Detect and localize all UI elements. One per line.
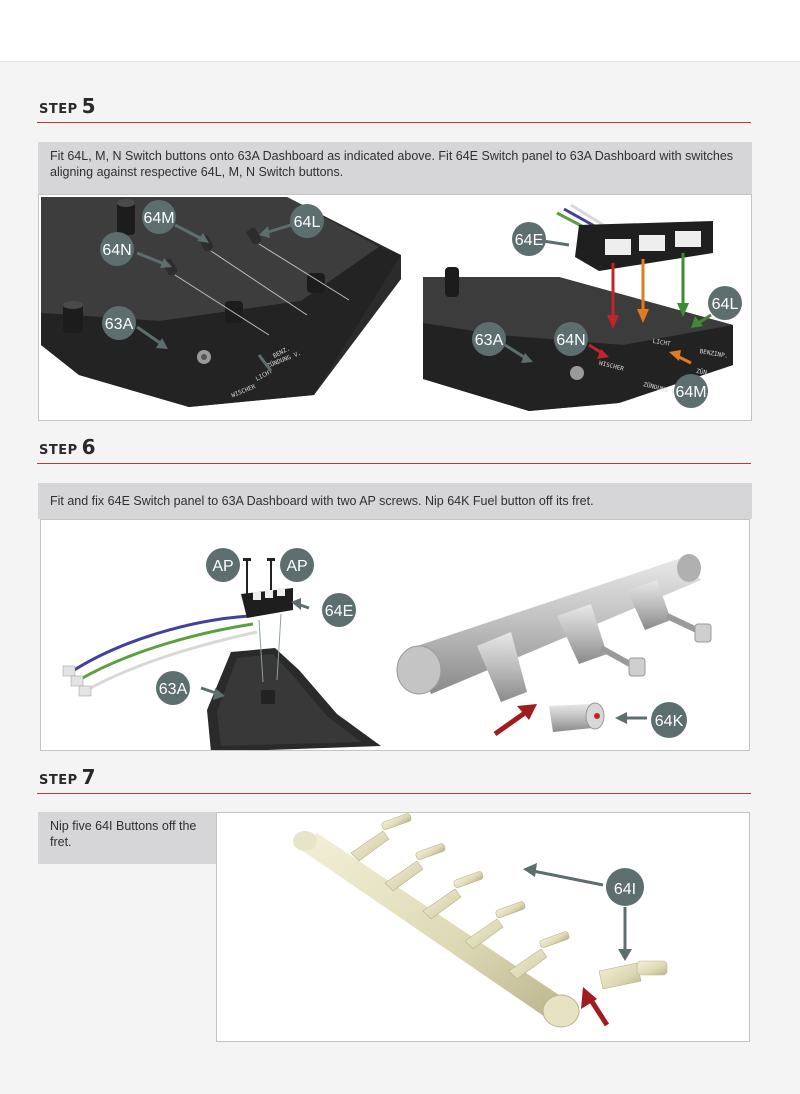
callout-ap-2: AP	[286, 558, 307, 575]
callout-63a: 63A	[159, 681, 188, 698]
callout-63a: 63A	[105, 316, 134, 333]
fuel-button-fret-image: 64K	[397, 554, 711, 738]
dashboard-right-image: WISCHER ZÜNDUNG V. LICHT BENZINP. ZÜN	[423, 205, 742, 411]
callout-64n-right: 64N	[556, 332, 585, 349]
step-number: 5	[82, 94, 96, 118]
step-7-instruction: Nip five 64I Buttons off the fret.	[38, 812, 216, 864]
callout-64l: 64L	[294, 214, 321, 231]
step-number: 6	[82, 435, 96, 459]
callout-64i: 64I	[614, 881, 636, 898]
step-word: STEP	[39, 773, 78, 788]
callout-64m: 64M	[143, 210, 174, 227]
callout-64e: 64E	[515, 232, 543, 249]
switch-panel-assembly-image: AP AP 64E 63A	[63, 548, 381, 751]
top-band	[0, 0, 800, 62]
callout-64e: 64E	[325, 603, 353, 620]
step-6-instruction: Fit and fix 64E Switch panel to 63A Dash…	[38, 483, 752, 519]
callout-ap-1: AP	[212, 558, 233, 575]
step-6-heading: STEP 6	[37, 434, 751, 464]
callout-64n: 64N	[102, 242, 131, 259]
step-5-heading: STEP 5	[37, 93, 751, 123]
callout-63a-right: 63A	[475, 332, 504, 349]
step-6-illustration: AP AP 64E 63A	[40, 519, 750, 751]
step-word: STEP	[39, 443, 78, 458]
step-5-instruction: Fit 64L, M, N Switch buttons onto 63A Da…	[38, 142, 752, 194]
step-7-illustration: 64I	[216, 812, 750, 1042]
callout-64k: 64K	[655, 713, 684, 730]
step-word: STEP	[39, 102, 78, 117]
step-5-illustration: BENZ. LICHT ZÜNDUNG V. WISCHER 64M	[38, 194, 752, 421]
step-number: 7	[82, 765, 96, 789]
dashboard-left-image: BENZ. LICHT ZÜNDUNG V. WISCHER 64M	[41, 197, 401, 407]
step-7-heading: STEP 7	[37, 764, 751, 794]
callout-64l-right: 64L	[712, 296, 739, 313]
buttons-fret-image: 64I	[293, 813, 667, 1027]
callout-64m-right: 64M	[675, 384, 706, 401]
